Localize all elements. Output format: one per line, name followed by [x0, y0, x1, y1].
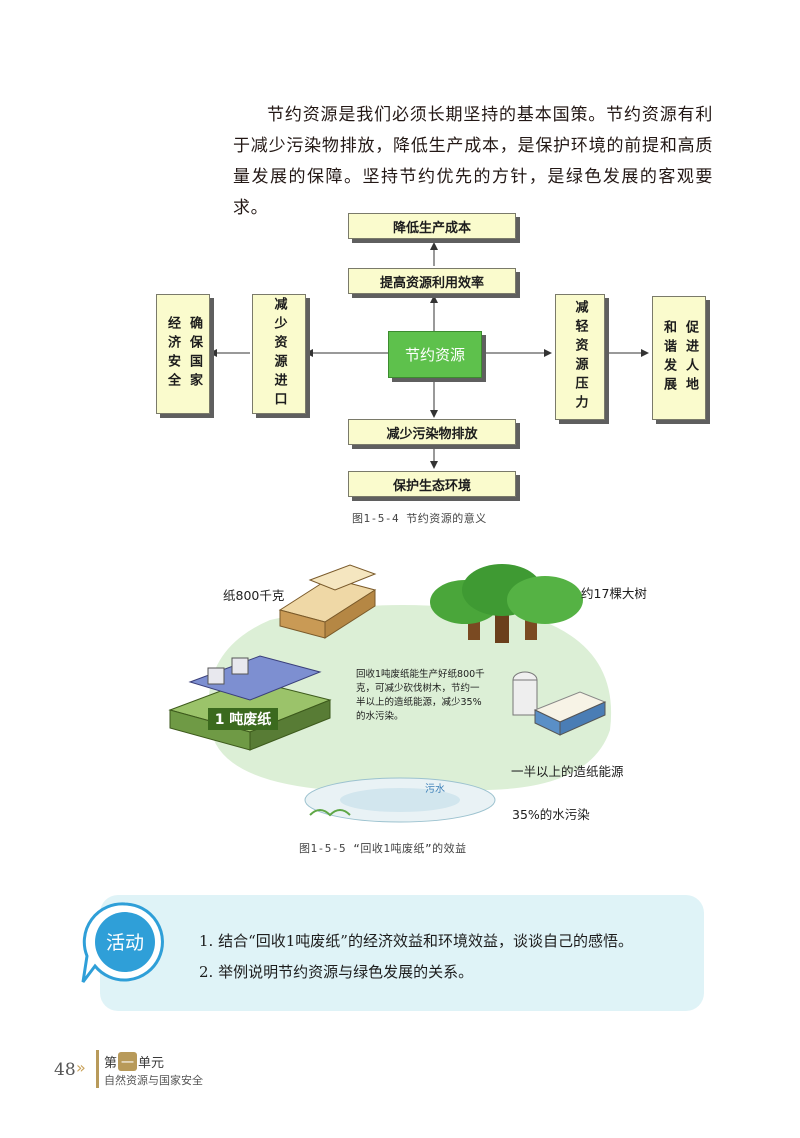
box-harmony: 和谐发展 促进人地	[652, 296, 706, 420]
trees-icon	[430, 564, 583, 643]
footer-divider	[96, 1050, 99, 1088]
unit-label: 第一单元	[104, 1052, 164, 1071]
figure-caption-1: 图1-5-4 节约资源的意义	[352, 512, 487, 525]
activity-item: 1. 结合“回收1吨废纸”的经济效益和环境效益，谈谈自己的感悟。	[199, 932, 633, 950]
box-relieve-pressure: 减轻资源压力	[555, 294, 605, 420]
background-blob	[208, 605, 612, 790]
waste-paper-label: 1 吨废纸	[215, 711, 272, 728]
pond-text: 污水	[425, 783, 445, 795]
activity-badge: 活动	[105, 932, 144, 954]
label-energy: 一半以上的造纸能源	[511, 764, 624, 779]
activity-list: 1. 结合“回收1吨废纸”的经济效益和环境效益，谈谈自己的感悟。 2. 举例说明…	[199, 926, 633, 988]
box-economic-security: 经济安全 确保国家	[156, 294, 210, 414]
activity-panel	[100, 895, 704, 1011]
unit-number-badge: 一	[118, 1052, 138, 1071]
intro-text: 节约资源是我们必须长期坚持的基本国策。节约资源有利于减少污染物排放，降低生产成本…	[233, 105, 713, 218]
label-trees: 约17棵大树	[581, 586, 647, 601]
pond-icon: 污水	[304, 777, 496, 823]
unit-title: 自然资源与国家安全	[104, 1074, 203, 1087]
paper-stack-icon	[278, 564, 377, 639]
activity-badge-icon	[81, 902, 164, 983]
waste-paper-illustration: 1 吨废纸 污水	[168, 564, 612, 823]
box-lower-cost: 降低生产成本	[348, 213, 516, 239]
box-protect-ecology: 保护生态环境	[348, 471, 516, 497]
page-number: 48	[54, 1060, 76, 1080]
box-reduce-pollution: 减少污染物排放	[348, 419, 516, 445]
box-efficiency: 提高资源利用效率	[348, 268, 516, 294]
chevron-right-icon: »	[76, 1058, 86, 1077]
paper-roll-icon	[512, 671, 607, 736]
label-water: 35%的水污染	[512, 807, 590, 822]
intro-paragraph: 节约资源是我们必须长期坚持的基本国策。节约资源有利于减少污染物排放，降低生产成本…	[233, 100, 713, 224]
recycle-benefit-text: 回收1吨废纸能生产好纸800千克，可减少砍伐树木，节约一半以上的造纸能源，减少3…	[356, 669, 485, 722]
box-reduce-imports: 减少资源进口	[252, 294, 306, 414]
figure-caption-2: 图1-5-5 “回收1吨废纸”的效益	[299, 842, 467, 855]
waste-paper-stack-icon: 1 吨废纸	[168, 655, 332, 751]
box-save-resources: 节约资源	[388, 331, 482, 378]
activity-item: 2. 举例说明节约资源与绿色发展的关系。	[199, 963, 474, 981]
label-paper: 纸800千克	[223, 588, 285, 603]
